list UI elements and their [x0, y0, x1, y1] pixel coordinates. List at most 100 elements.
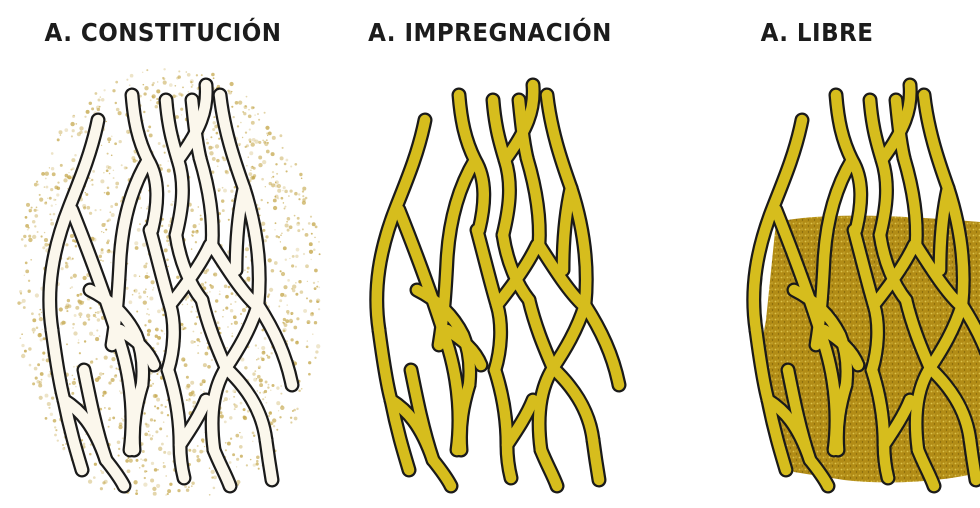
moisture-dot [121, 418, 122, 419]
moisture-dot [301, 178, 303, 180]
moisture-dot [100, 96, 101, 97]
moisture-dot [164, 248, 168, 252]
moisture-dot [311, 259, 312, 260]
moisture-dot [91, 360, 93, 362]
moisture-dot [233, 315, 237, 319]
moisture-dot [156, 98, 158, 100]
moisture-dot [32, 235, 36, 239]
moisture-dot [261, 199, 263, 201]
moisture-dot [70, 169, 72, 171]
moisture-dot [79, 352, 81, 354]
moisture-dot [280, 393, 282, 395]
moisture-dot [28, 238, 32, 242]
moisture-dot [247, 271, 249, 273]
moisture-dot [302, 190, 304, 192]
moisture-dot [246, 96, 248, 98]
moisture-dot [115, 81, 118, 84]
moisture-dot [203, 363, 207, 367]
moisture-dot [239, 432, 240, 433]
moisture-dot [143, 265, 147, 269]
moisture-dot [213, 487, 216, 490]
moisture-dot [83, 321, 87, 325]
moisture-dot [172, 201, 173, 202]
moisture-dot [77, 342, 79, 344]
moisture-dot [276, 386, 279, 389]
moisture-dot [263, 351, 265, 353]
moisture-dot [70, 122, 74, 126]
moisture-dot [271, 183, 275, 187]
moisture-dot [194, 341, 196, 343]
moisture-dot [310, 312, 314, 316]
moisture-dot [159, 164, 161, 166]
moisture-dot [150, 99, 152, 101]
moisture-dot [282, 190, 283, 191]
moisture-dot [139, 276, 140, 277]
moisture-dot [32, 220, 36, 224]
moisture-dot [47, 402, 51, 406]
moisture-dot [188, 398, 191, 401]
moisture-dot [252, 372, 255, 375]
moisture-dot [188, 486, 190, 488]
moisture-dot [125, 287, 128, 290]
moisture-dot [100, 259, 102, 261]
moisture-dot [70, 287, 71, 288]
moisture-dot [64, 128, 68, 132]
moisture-dot [61, 267, 64, 270]
moisture-dot [145, 288, 147, 290]
moisture-dot [314, 357, 316, 359]
moisture-dot [39, 194, 41, 196]
moisture-dot [164, 333, 165, 334]
moisture-dot [25, 224, 29, 228]
moisture-dot [235, 101, 239, 105]
moisture-dot [252, 441, 253, 442]
moisture-dot [84, 130, 87, 133]
moisture-dot [303, 309, 307, 313]
moisture-dot [143, 291, 146, 294]
moisture-dot [51, 205, 53, 207]
moisture-dot [40, 372, 44, 376]
moisture-dot [257, 358, 259, 360]
moisture-dot [24, 244, 27, 247]
moisture-dot [151, 462, 154, 465]
moisture-dot [153, 492, 157, 496]
moisture-dot [237, 125, 239, 127]
moisture-dot [274, 229, 276, 231]
moisture-dot [181, 326, 185, 330]
moisture-dot [187, 304, 188, 305]
moisture-dot [205, 352, 209, 356]
moisture-dot [164, 229, 168, 233]
moisture-dot [79, 293, 82, 296]
moisture-dot [215, 310, 217, 312]
moisture-dot [54, 434, 57, 437]
moisture-dot [223, 157, 227, 161]
moisture-dot [283, 285, 287, 289]
moisture-dot [231, 292, 234, 295]
moisture-dot [254, 114, 256, 116]
moisture-dot [75, 245, 78, 248]
moisture-dot [23, 306, 26, 309]
moisture-dot [223, 400, 225, 402]
moisture-dot [157, 407, 160, 410]
moisture-dot [165, 475, 167, 477]
moisture-dot [128, 132, 130, 134]
moisture-dot [152, 94, 156, 98]
moisture-dot [104, 391, 106, 393]
moisture-dot [264, 390, 267, 393]
moisture-dot [251, 142, 255, 146]
moisture-dot [150, 384, 153, 387]
moisture-dot [240, 122, 242, 124]
moisture-dot [136, 311, 138, 313]
moisture-dot [197, 206, 199, 208]
moisture-dot [247, 410, 250, 413]
moisture-dot [36, 181, 38, 183]
moisture-dot [55, 429, 57, 431]
moisture-dot [228, 219, 230, 221]
moisture-dot [126, 79, 128, 81]
moisture-dot [103, 89, 105, 91]
moisture-dot [157, 336, 161, 340]
moisture-dot [91, 184, 93, 186]
moisture-dot [154, 394, 157, 397]
moisture-dot [153, 287, 154, 288]
moisture-dot [41, 235, 43, 237]
moisture-dot [44, 232, 45, 233]
